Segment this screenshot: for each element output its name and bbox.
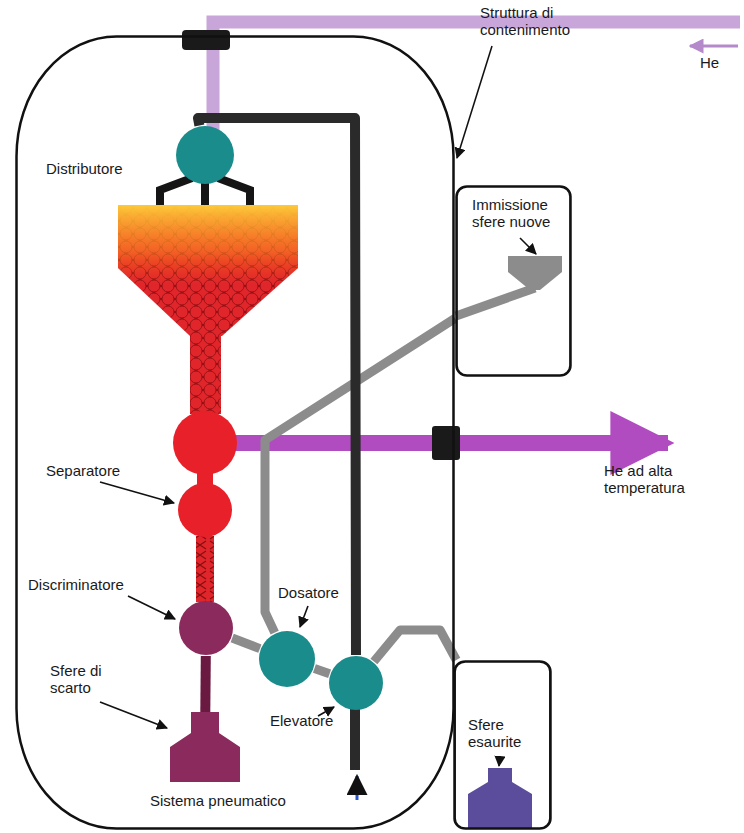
node-label: Separatore bbox=[46, 462, 146, 479]
discriminator-circle-outline bbox=[179, 601, 233, 655]
new-spheres-box-outline bbox=[457, 187, 571, 376]
containment-vessel-shape bbox=[15, 35, 455, 830]
waste-spheres-container-shape bbox=[170, 712, 240, 782]
exhausted-spheres-box-outline bbox=[455, 662, 551, 829]
waste-spheres-container-outline bbox=[170, 712, 240, 782]
containment-vessel-outline bbox=[17, 37, 454, 829]
separator-circle: Separatore bbox=[177, 482, 233, 538]
node-label: Immissione sfere nuove bbox=[472, 196, 564, 231]
doser-circle: Dosatore bbox=[258, 630, 316, 688]
pipe-connector bbox=[198, 118, 356, 655]
distributor-circle-outline bbox=[176, 126, 234, 184]
containment-vessel: Struttura di contenimentoDistributoreSep… bbox=[15, 35, 455, 830]
node-label: Distributore bbox=[46, 160, 156, 177]
separator-circle-shape bbox=[177, 482, 233, 538]
discriminator-circle: Discriminatore bbox=[178, 600, 234, 656]
discriminator-circle-shape bbox=[178, 600, 234, 656]
elevator-circle: Elevatore bbox=[328, 655, 384, 711]
node-label: Struttura di contenimento bbox=[480, 4, 610, 39]
pipe-connector bbox=[314, 669, 329, 674]
elevator-circle-outline bbox=[329, 656, 383, 710]
distributor-circle: Distributore bbox=[175, 125, 235, 185]
node-label: Sfere esaurite bbox=[468, 716, 544, 751]
distributor-circle-shape bbox=[175, 125, 235, 185]
gas-label: He bbox=[700, 54, 740, 71]
elevator-circle-shape bbox=[328, 655, 384, 711]
waste-spheres-container: Sfere di scarto bbox=[170, 712, 240, 782]
node-label: Elevatore bbox=[270, 712, 350, 729]
new-spheres-box: Immissione sfere nuove bbox=[455, 185, 572, 377]
separator-circle-outline bbox=[178, 483, 232, 537]
gas-outlet-label: He ad alta temperatura bbox=[604, 462, 740, 497]
exhausted-spheres-box: Sfere esaurite bbox=[453, 660, 552, 830]
node-label: Dosatore bbox=[278, 584, 358, 601]
pipe-connector bbox=[200, 656, 211, 712]
pipe-connector bbox=[374, 630, 456, 662]
node-label: Discriminatore bbox=[28, 576, 140, 593]
doser-circle-shape bbox=[258, 630, 316, 688]
pneumatic-label: Sistema pneumatico bbox=[150, 792, 286, 809]
pipe-connector bbox=[232, 638, 260, 649]
doser-circle-outline bbox=[259, 631, 315, 687]
node-label: Sfere di scarto bbox=[50, 662, 130, 697]
